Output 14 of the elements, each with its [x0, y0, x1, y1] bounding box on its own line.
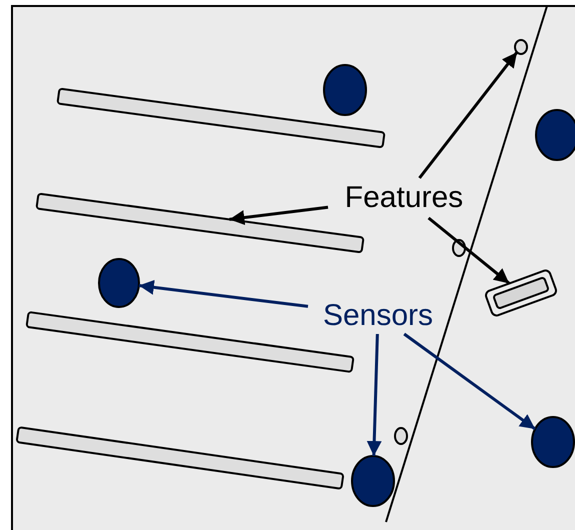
feature-label: Features: [328, 178, 480, 218]
sensor-label: Sensors: [308, 296, 448, 334]
sensor-circle: [531, 416, 575, 468]
arrow: [403, 332, 536, 430]
arrow: [418, 51, 518, 179]
sensor-circle: [323, 64, 367, 116]
arrow: [229, 206, 328, 226]
sensor-circle: [98, 258, 140, 308]
arrow: [366, 334, 382, 456]
arrow: [138, 280, 308, 308]
arrow: [428, 216, 510, 285]
feature-circle: [514, 39, 528, 55]
feature-circle: [394, 427, 408, 445]
sensor-circle: [351, 455, 395, 507]
